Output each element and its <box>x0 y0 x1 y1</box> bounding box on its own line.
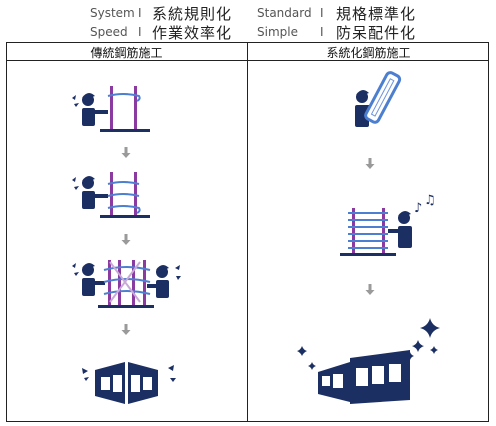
label-speed: Speed <box>90 25 128 39</box>
worker-carrying-panel-icon <box>355 71 402 127</box>
column-title-traditional: 傳統鋼筋施工 <box>90 46 163 60</box>
irregular-column-result-icon <box>82 362 176 404</box>
column-divider <box>247 42 248 422</box>
worker-tying-rebar-icon <box>72 172 150 218</box>
column-title-systematic: 系統化鋼筋施工 <box>326 46 411 60</box>
sparkle-icon <box>297 318 440 370</box>
separator: I <box>320 6 324 20</box>
label-standard: Standard <box>257 6 312 20</box>
label-system-zh: 系統規則化 <box>152 5 233 23</box>
separator: I <box>138 6 142 20</box>
separator: I <box>138 25 142 39</box>
label-system: System <box>90 6 135 20</box>
neat-column-result-icon <box>318 350 410 404</box>
label-speed-zh: 作業效率化 <box>152 24 233 42</box>
label-simple: Simple <box>257 25 298 39</box>
label-simple-zh: 防呆配件化 <box>336 24 417 42</box>
separator: I <box>320 25 324 39</box>
title-row-divider <box>6 60 489 61</box>
two-workers-rebar-icon <box>72 260 181 308</box>
label-standard-zh: 規格標準化 <box>336 5 417 23</box>
svg-text:♪: ♪ <box>414 201 422 216</box>
svg-text:♫: ♫ <box>424 193 436 208</box>
prefab-cage-with-happy-worker-icon: ♪ ♫ <box>340 193 436 256</box>
worker-tying-rebar-icon <box>72 86 150 132</box>
